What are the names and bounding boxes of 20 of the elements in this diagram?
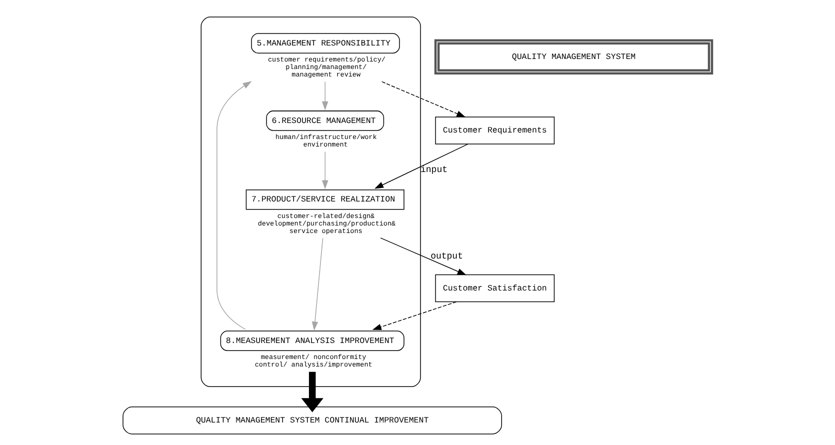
- arrow: [374, 144, 468, 189]
- node-box: QUALITY MANAGEMENT SYSTEM: [434, 39, 714, 74]
- cluster: [200, 16, 421, 388]
- arrow: [322, 81, 328, 110]
- node-box: 7.PRODUCT/SERVICE REALIZATION: [246, 189, 404, 210]
- node-box: 6.RESOURCE MANAGEMENT: [266, 110, 384, 131]
- edge-label: input: [420, 164, 448, 176]
- arrow: [380, 238, 466, 276]
- arrow: [301, 372, 324, 412]
- arrow: [382, 81, 466, 118]
- arrow: [216, 81, 252, 330]
- arrow: [322, 151, 328, 190]
- node-box: QUALITY MANAGEMENT SYSTEM CONTINUAL IMPROVEMENT: [122, 406, 502, 434]
- node-box: 5.MANAGEMENT RESPONSIBILITY: [251, 33, 400, 54]
- arrow: [372, 301, 457, 330]
- node-box: 8.MEASUREMENT ANALYSIS IMPROVEMENT: [220, 330, 404, 351]
- node-box: Customer Requirements: [435, 116, 555, 144]
- edge-label: output: [430, 250, 463, 262]
- arrow: [312, 238, 324, 331]
- node-box: Customer Satisfaction: [435, 274, 555, 302]
